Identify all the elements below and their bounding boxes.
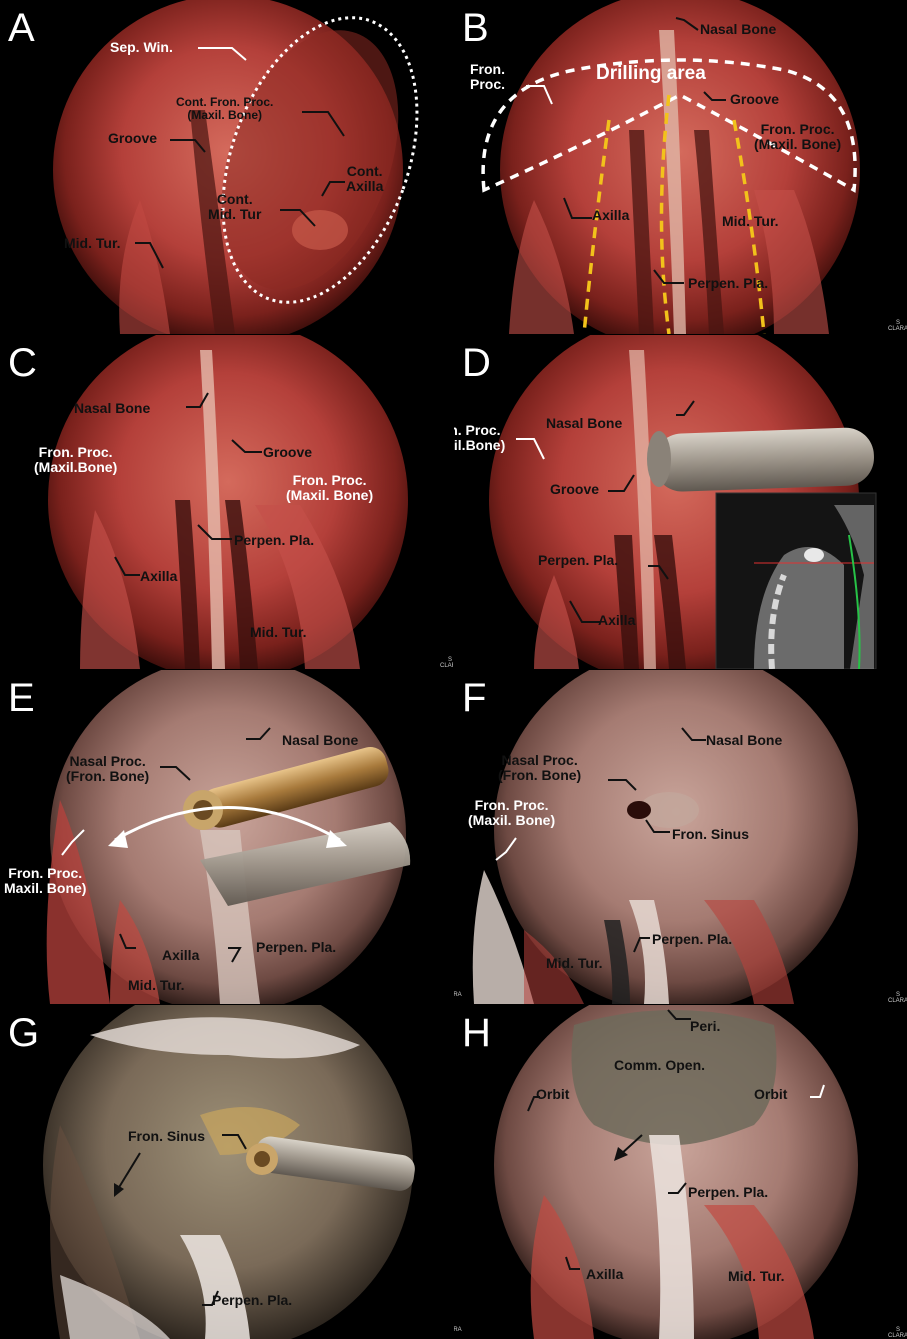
label-cont-mid-tur: Cont. Mid. Tur xyxy=(208,191,262,222)
label-axilla: Axilla xyxy=(592,207,630,223)
panel-c-image xyxy=(48,335,408,669)
panel-a-image xyxy=(53,0,419,334)
panel-c: C Nasal Bone Fron. Proc. (Maxil.Bone) Gr… xyxy=(0,335,453,669)
label-perpen-pla: Perpen. Pla. xyxy=(256,939,337,955)
label-cont-axilla: Cont. Axilla xyxy=(346,163,384,194)
label-orbit-right: Orbit xyxy=(754,1086,788,1102)
label-nasal-proc: Nasal Proc. (Fron. Bone) xyxy=(498,752,582,783)
label-mid-tur: Mid. Tur. xyxy=(722,213,779,229)
label-nasal-bone: Nasal Bone xyxy=(74,400,151,416)
label-groove: Groove xyxy=(108,130,158,146)
watermark: S CLARA xyxy=(888,1327,907,1339)
watermark: S CLARA xyxy=(888,992,907,1004)
panel-d-image xyxy=(489,335,877,669)
label-fron-sinus: Fron. Sinus xyxy=(128,1128,205,1144)
label-perpen-pla: Perpen. Pla. xyxy=(688,275,769,291)
label-nasal-bone: Nasal Bone xyxy=(706,732,783,748)
label-nasal-bone: Nasal Bone xyxy=(282,732,359,748)
panel-letter: F xyxy=(462,676,487,720)
panel-letter: D xyxy=(462,341,491,385)
watermark: S CLARA xyxy=(440,657,453,669)
label-nasal-bone: Nasal Bone xyxy=(700,21,777,37)
panel-letter: C xyxy=(8,341,37,385)
label-perpen-pla: Perpen. Pla. xyxy=(212,1292,293,1308)
label-groove: Groove xyxy=(730,91,780,107)
label-perpen-pla: Perpen. Pla. xyxy=(538,552,619,568)
label-fron-proc-right: Fron. Proc. (Maxil. Bone) xyxy=(286,472,374,503)
label-fron-proc: Fron. Proc. Maxil. Bone) xyxy=(4,865,87,896)
watermark: S CLARA xyxy=(454,992,462,998)
label-axilla: Axilla xyxy=(598,612,636,628)
label-perpen-pla: Perpen. Pla. xyxy=(688,1184,769,1200)
label-orbit-left: Orbit xyxy=(536,1086,570,1102)
panel-g-image xyxy=(43,1005,415,1339)
panel-letter: E xyxy=(8,676,35,720)
panel-b: B Nasal Bone Fron. Proc. Drilling area G… xyxy=(454,0,907,334)
label-fron-proc-left: Fron. Proc. (Maxil.Bone) xyxy=(34,444,118,475)
panel-e-image xyxy=(46,670,411,1004)
panel-h: H Peri. Comm. Open. Orbit Orbit Perpen. … xyxy=(454,1005,907,1339)
panel-b-image xyxy=(481,0,860,334)
label-comm-open: Comm. Open. xyxy=(614,1057,706,1073)
label-cont-fron-proc: Cont. Fron. Proc. (Maxil. Bone) xyxy=(176,95,274,122)
panel-letter: G xyxy=(8,1011,40,1055)
label-mid-tur: Mid. Tur. xyxy=(64,235,121,251)
label-mid-tur: Mid. Tur. xyxy=(728,1268,785,1284)
panel-e: E Nasal Bone Nasal Proc. (Fron. Bone) Fr… xyxy=(0,670,453,1004)
watermark: S CLARA xyxy=(454,1327,462,1333)
label-perpen-pla: Perpen. Pla. xyxy=(652,931,733,947)
label-sep-win: Sep. Win. xyxy=(110,39,173,55)
label-fron-proc: Fron. Proc. (Maxil.Bone) xyxy=(454,422,506,453)
label-axilla: Axilla xyxy=(586,1266,624,1282)
label-axilla: Axilla xyxy=(140,568,178,584)
panel-h-image xyxy=(494,1005,858,1339)
label-drilling-area: Drilling area xyxy=(596,63,706,84)
label-nasal-proc: Nasal Proc. (Fron. Bone) xyxy=(66,753,150,784)
panel-letter: H xyxy=(462,1011,491,1055)
label-mid-tur: Mid. Tur. xyxy=(546,955,603,971)
label-fron-proc-maxil: Fron. Proc. (Maxil. Bone) xyxy=(754,121,842,152)
label-fron-sinus: Fron. Sinus xyxy=(672,826,749,842)
watermark: S CLARA xyxy=(888,320,907,332)
label-mid-tur: Mid. Tur. xyxy=(128,977,185,993)
panel-d: D Nasal Bone Fron. Proc. (Maxil.Bone) Gr… xyxy=(454,335,907,669)
label-mid-tur: Mid. Tur. xyxy=(250,624,307,640)
label-axilla: Axilla xyxy=(162,947,200,963)
label-fron-proc: Fron. Proc. xyxy=(470,61,506,92)
label-peri: Peri. xyxy=(690,1018,721,1034)
panel-g: G Fron. Sinus Perpen. Pla. xyxy=(0,1005,453,1339)
panel-f-image xyxy=(472,670,858,1004)
label-nasal-bone: Nasal Bone xyxy=(546,415,623,431)
label-groove: Groove xyxy=(550,481,600,497)
panel-a: A Sep. Win. Cont. Fron. Proc. (Maxil. Bo… xyxy=(0,0,453,334)
panel-letter: A xyxy=(8,6,35,50)
label-perpen-pla: Perpen. Pla. xyxy=(234,532,315,548)
panel-letter: B xyxy=(462,6,489,50)
panel-f: F Nasal Bone Nasal Proc. (Fron. Bone) Fr… xyxy=(454,670,907,1004)
label-groove: Groove xyxy=(263,444,313,460)
label-fron-proc: Fron. Proc. (Maxil. Bone) xyxy=(468,797,556,828)
